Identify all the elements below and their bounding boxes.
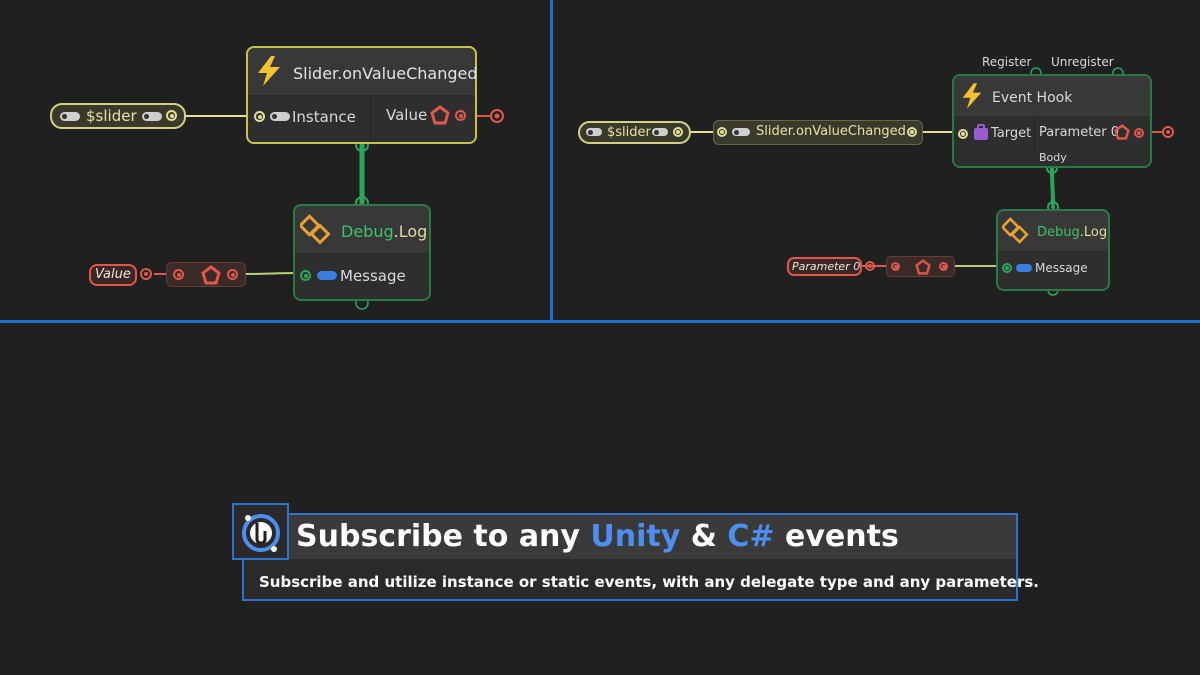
unregister-label: Unregister [1051, 55, 1114, 69]
lightning-icon [962, 83, 982, 109]
event-node[interactable]: Slider.onValueChanged Instance Value [246, 46, 478, 144]
feature-banner: Subscribe to any Unity & C# events Subsc… [232, 503, 1039, 602]
string-type-icon [317, 271, 337, 280]
register-label: Register [982, 55, 1032, 69]
member-output-port[interactable] [907, 127, 917, 137]
debug-icon [1002, 217, 1029, 244]
reference-icon [586, 128, 602, 136]
reference-icon [652, 128, 668, 136]
debug-title-dot: . [1079, 225, 1084, 240]
event-hook-title: Event Hook [992, 90, 1073, 106]
slider-variable-node-right[interactable]: $slider [578, 121, 691, 144]
value-label: Value [386, 106, 428, 124]
banner-title-unity: Unity [590, 519, 681, 554]
debug-title-method: Log [1083, 225, 1108, 240]
hook-logo-badge [232, 503, 289, 560]
debug-title-class: Debug [1037, 225, 1080, 240]
message-label: Message [340, 267, 406, 285]
conversion-output-port[interactable] [227, 269, 238, 280]
instance-label: Instance [292, 108, 356, 126]
hook-logo-icon [242, 514, 280, 552]
reference-icon [732, 128, 750, 136]
member-node[interactable]: Slider.onValueChanged [713, 120, 923, 145]
lightning-icon [258, 56, 280, 86]
conversion-input-port[interactable] [173, 269, 184, 280]
wire-value-message [245, 272, 301, 275]
value-conversion-node[interactable] [166, 262, 246, 287]
reference-icon [60, 112, 80, 121]
parameter-variable-node[interactable]: Parameter 0 [787, 257, 862, 276]
banner-title-part2: events [774, 519, 899, 554]
target-label: Target [991, 126, 1032, 141]
debug-node-title-right: Debug.Log [1037, 225, 1107, 240]
banner-subtitle: Subscribe and utilize instance or static… [259, 573, 1039, 591]
debug-log-node-right[interactable]: Debug.Log Message [996, 209, 1110, 291]
member-node-label: Slider.onValueChanged [756, 124, 906, 139]
message-label-right: Message [1035, 261, 1088, 275]
target-input-port[interactable] [958, 129, 968, 139]
debug-icon [300, 214, 331, 245]
slider-variable-label-right: $slider [607, 125, 651, 140]
event-node-title: Slider.onValueChanged [293, 64, 478, 83]
debug-title-dot: . [393, 222, 399, 241]
member-input-port[interactable] [717, 127, 727, 137]
message-input-port[interactable] [1002, 263, 1012, 273]
event-hook-node[interactable]: Event Hook Target Parameter 0 [952, 74, 1152, 168]
float-type-icon [1114, 124, 1130, 140]
parameter-conversion-node[interactable] [886, 256, 955, 277]
debug-node-title: Debug.Log [341, 222, 427, 241]
banner-subtitle-bar [242, 559, 1018, 601]
debug-log-node[interactable]: Debug.Log Message [293, 204, 431, 301]
slider-variable-label: $slider [86, 107, 137, 125]
debug-title-class: Debug [341, 222, 394, 241]
reference-icon [142, 112, 162, 121]
float-type-icon [201, 265, 221, 285]
value-output-port[interactable] [455, 110, 466, 121]
slider-variable-node[interactable]: $slider [50, 103, 186, 129]
conversion-input-port[interactable] [891, 262, 900, 271]
string-type-icon [1016, 264, 1032, 272]
banner-title: Subscribe to any Unity & C# events [296, 519, 899, 554]
object-type-icon [974, 124, 988, 140]
output-port[interactable] [166, 110, 177, 121]
parameter-variable-port[interactable] [865, 261, 875, 271]
body-label: Body [1039, 151, 1067, 164]
parameter-label: Parameter 0 [1039, 125, 1120, 140]
instance-input-port[interactable] [254, 111, 265, 122]
pane-divider-horizontal [0, 320, 1200, 323]
parameter-variable-label: Parameter 0 [792, 260, 861, 273]
banner-title-part1: Subscribe to any [296, 519, 591, 554]
banner-title-amp: & [680, 519, 728, 554]
value-out-port [490, 109, 504, 123]
value-variable-label: Value [95, 267, 131, 282]
reference-icon [270, 112, 290, 121]
banner-title-csharp: C# [727, 519, 775, 554]
float-type-icon [430, 105, 450, 125]
conversion-output-port[interactable] [939, 262, 948, 271]
parameter-output-port[interactable] [1134, 128, 1144, 138]
value-variable-port[interactable] [140, 268, 152, 280]
message-input-port[interactable] [300, 270, 311, 281]
output-port[interactable] [673, 127, 683, 137]
debug-title-method: Log [398, 222, 428, 241]
float-type-icon [915, 259, 931, 275]
value-variable-node[interactable]: Value [89, 264, 137, 286]
pane-divider-vertical [550, 0, 553, 323]
